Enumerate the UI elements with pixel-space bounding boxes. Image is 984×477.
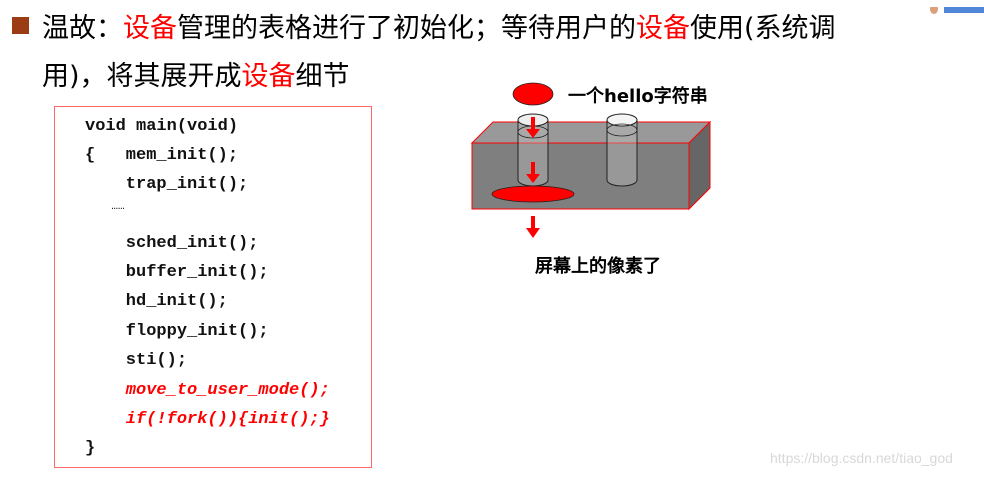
code-line: trap_init(); (85, 175, 249, 194)
header-line-1: 温故：设备管理的表格进行了初始化；等待用户的设备使用(系统调 (42, 6, 836, 45)
highlight-text: 设备 (123, 13, 177, 44)
code-line: buffer_init(); (85, 263, 269, 282)
watermark: https://blog.csdn.net/tiao_god (770, 450, 953, 466)
code-line: floppy_init(); (85, 322, 269, 341)
highlight-text: 设备 (636, 13, 690, 44)
header-line-2: 用)，将其展开成设备细节 (42, 54, 350, 93)
top-label: 一个hello字符串 (568, 86, 708, 107)
code-box: void main(void) { mem_init(); trap_init(… (54, 106, 372, 468)
device-diagram: 一个hello字符串 屏幕上的像素了 (460, 80, 760, 280)
code-line: } (85, 439, 96, 458)
header-text: 管理的表格进行了初始化；等待用户的 (177, 13, 636, 44)
header-text: 温故： (42, 13, 123, 44)
code-line-highlight: if(!fork()){init();} (85, 410, 330, 429)
device-box-illustration (470, 82, 712, 238)
code-line: { mem_init(); (85, 146, 239, 165)
code-line: …… (85, 201, 125, 213)
header-text: 用)，将其展开成 (42, 61, 242, 92)
code-line: hd_init(); (85, 292, 228, 311)
highlight-text: 设备 (241, 61, 296, 92)
code-line: void main(void) (85, 117, 239, 136)
bullet-icon (12, 17, 29, 34)
code-line-highlight: move_to_user_mode(); (85, 381, 330, 400)
code-line: sti(); (85, 351, 188, 370)
code-line: sched_init(); (85, 234, 259, 253)
bottom-label: 屏幕上的像素了 (535, 256, 661, 277)
header-text: 细节 (295, 61, 350, 92)
header-text: 使用(系统调 (690, 13, 836, 44)
corner-decoration (930, 0, 984, 14)
